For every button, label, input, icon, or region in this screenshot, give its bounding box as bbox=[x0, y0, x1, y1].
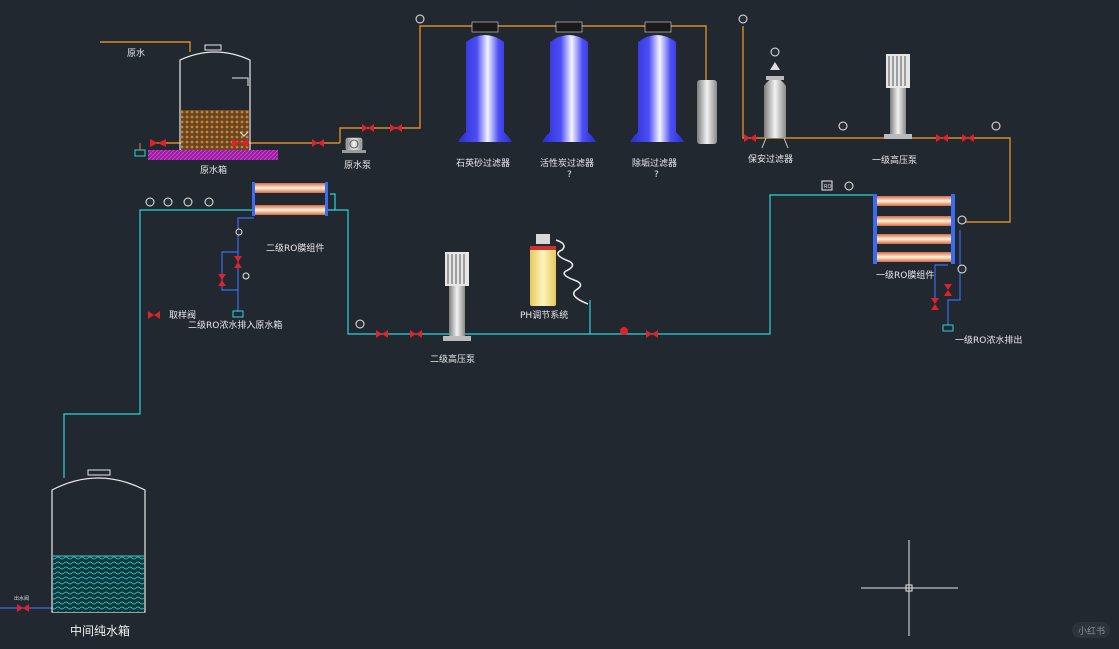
stage2-hp-pump-label: 二级高压泵 bbox=[430, 353, 475, 365]
pressure-gauge-icon bbox=[163, 197, 173, 207]
gauges bbox=[145, 14, 1001, 329]
hardness-removal-filter bbox=[630, 21, 684, 142]
activated-carbon-mark: ? bbox=[567, 170, 572, 180]
pressure-gauge-icon bbox=[204, 197, 214, 207]
valve-icon bbox=[148, 311, 160, 319]
pressure-gauge-icon bbox=[235, 228, 243, 236]
pressure-gauge-icon bbox=[770, 47, 780, 57]
concentrate-pipes bbox=[0, 217, 961, 609]
flow-meter-label: RO bbox=[824, 184, 831, 190]
valve-icon bbox=[936, 134, 948, 142]
pure-water-pipes bbox=[63, 193, 877, 478]
drain-icon bbox=[232, 310, 244, 318]
pressure-gauge-icon bbox=[957, 264, 967, 274]
stage2-hp-pump-icon bbox=[443, 252, 471, 341]
raw-water-label: 原水 bbox=[127, 47, 145, 59]
quartz-sand-filter-label: 石英砂过滤器 bbox=[456, 157, 510, 169]
valve-icon bbox=[218, 274, 226, 286]
raw-water-pump-icon bbox=[342, 137, 366, 153]
valve-icon bbox=[232, 139, 248, 147]
hardness-removal-mark: ? bbox=[654, 170, 659, 180]
stage2-ro-module-label: 二级RO膜组件 bbox=[266, 242, 324, 254]
salt-tank bbox=[697, 80, 717, 144]
watermark-label: 小红书 bbox=[1078, 625, 1105, 637]
pressure-gauge-icon bbox=[415, 14, 425, 24]
stage1-ro-module-label: 一级RO膜组件 bbox=[876, 269, 934, 281]
stage1-concentrate-label: 一级RO浓水排出 bbox=[955, 334, 1022, 346]
pressure-gauge-icon bbox=[991, 121, 1001, 131]
pressure-gauge-icon bbox=[183, 197, 193, 207]
activated-carbon-filter-label: 活性炭过滤器 bbox=[540, 157, 594, 169]
crosshair-icon bbox=[861, 540, 958, 636]
pressure-gauge-icon bbox=[957, 215, 967, 225]
valve-icon bbox=[312, 139, 324, 147]
activated-carbon-filter bbox=[542, 21, 596, 142]
stage1-hp-pump-label: 一级高压泵 bbox=[872, 154, 917, 166]
valve-icon bbox=[646, 330, 658, 338]
stage2-ro-module bbox=[252, 182, 328, 216]
stage1-ro-module bbox=[873, 194, 955, 264]
sampling-valve-label: 取样阀 bbox=[169, 309, 196, 321]
stage2-concentrate-label: 二级RO浓水排入原水箱 bbox=[188, 319, 282, 331]
security-filter bbox=[761, 62, 789, 149]
pressure-gauge-icon bbox=[738, 14, 748, 24]
valve-icon bbox=[410, 330, 422, 338]
security-filter-label: 保安过滤器 bbox=[748, 153, 793, 165]
raw-water-tank bbox=[134, 44, 278, 160]
valve-icon bbox=[150, 139, 166, 147]
valve-icon bbox=[17, 604, 29, 612]
stage1-hp-pump-icon bbox=[884, 54, 912, 139]
ph-system bbox=[530, 234, 589, 306]
valve-icon bbox=[362, 124, 374, 132]
pressure-gauge-icon bbox=[838, 121, 848, 131]
intermediate-tank bbox=[51, 469, 146, 613]
watermark: 小红书 bbox=[1072, 622, 1110, 638]
valve-icon bbox=[234, 256, 242, 268]
valve-icon bbox=[931, 298, 939, 310]
pressure-gauge-icon bbox=[844, 181, 854, 191]
flow-meter-icon: RO bbox=[821, 180, 833, 191]
valve-icon bbox=[962, 134, 974, 142]
pressure-gauge-icon bbox=[355, 319, 365, 329]
quartz-sand-filter bbox=[458, 21, 512, 142]
drain-icon bbox=[942, 324, 954, 332]
raw-water-tank-label: 原水箱 bbox=[200, 164, 227, 176]
hardness-removal-filter-label: 除垢过滤器 bbox=[632, 157, 677, 169]
raw-water-pump-label: 原水泵 bbox=[344, 159, 371, 171]
valves bbox=[17, 124, 974, 612]
intermediate-tank-label: 中间纯水箱 bbox=[70, 623, 130, 638]
valve-icon bbox=[944, 284, 952, 296]
valve-icon bbox=[376, 330, 388, 338]
valve-icon bbox=[744, 134, 756, 142]
valve-icon bbox=[620, 327, 628, 335]
pressure-gauge-icon bbox=[145, 197, 155, 207]
outlet-valve-label: 出水阀 bbox=[14, 595, 29, 602]
valve-icon bbox=[390, 124, 402, 132]
pressure-gauge-icon bbox=[242, 272, 250, 280]
ph-system-label: PH调节系统 bbox=[520, 309, 568, 321]
